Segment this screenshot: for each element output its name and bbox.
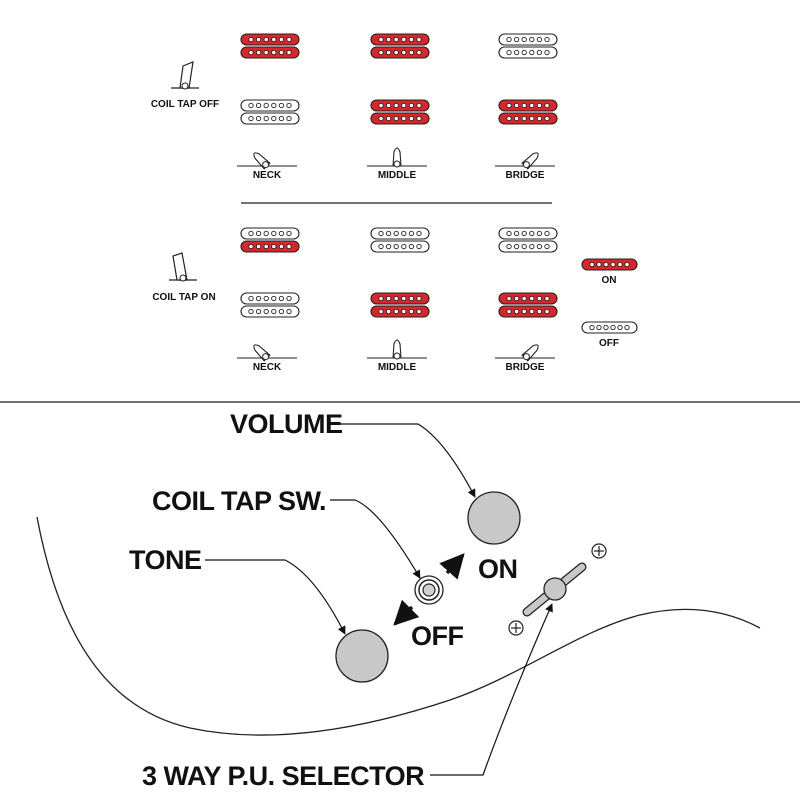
coil-bar [240, 112, 300, 125]
coil-bar [240, 240, 300, 253]
coil-bar [498, 305, 558, 318]
coil-bar [240, 46, 300, 59]
coil-bar [370, 99, 430, 112]
position-label: BRIDGE [506, 170, 545, 181]
selector-lever-icon: NECK [237, 344, 297, 373]
tone-label: TONE [129, 545, 202, 575]
legend-on-label: ON [602, 275, 617, 286]
volume-knob [467, 491, 521, 545]
coil-on-neck-pickup-1 [370, 227, 430, 253]
selector-lever-icon: MIDDLE [367, 147, 427, 181]
coil-off-pickups [240, 33, 558, 125]
coil-off-bridge-pickup-1 [370, 99, 430, 125]
position-label: NECK [253, 170, 282, 181]
on-label: ON [478, 554, 518, 584]
coil-bar [240, 292, 300, 305]
coil-bar [498, 292, 558, 305]
coil-on-neck-pickup-0 [240, 227, 300, 253]
legend-on-pickup-icon [581, 258, 638, 271]
coil-tap-off-label: COIL TAP OFF [151, 99, 219, 110]
coil-tap-switch-label: COIL TAP SW. [152, 486, 326, 516]
volume-label: VOLUME [230, 409, 343, 439]
coil-on-pickups [240, 227, 558, 318]
volume-leader-line [340, 423, 476, 498]
tone-knob [335, 629, 389, 683]
coil-tap-on-toggle-icon [169, 252, 197, 282]
coil-bar [370, 292, 430, 305]
guitar-body-outline [36, 516, 761, 736]
coil-tap-on-label: COIL TAP ON [152, 292, 215, 303]
coil-bar [498, 99, 558, 112]
legend-off-pickup-icon [581, 321, 638, 334]
coil-bar [581, 258, 638, 271]
selector-leader-line [430, 603, 553, 776]
position-label: MIDDLE [378, 170, 417, 181]
on-direction-arrow [439, 553, 465, 580]
coil-on-bridge-pickup-2 [498, 292, 558, 318]
coil-bar [498, 33, 558, 46]
selector-lever-icon: MIDDLE [367, 339, 427, 373]
coil-bar [240, 227, 300, 240]
coil-tap-off-toggle-icon [171, 61, 199, 90]
pickup-switching-chart: COIL TAP OFF COIL TAP ON NECK MIDDLE BRIDG… [151, 33, 638, 373]
off-direction-arrow [393, 599, 420, 626]
selector-lever-icon: BRIDGE [495, 152, 555, 181]
control-layout: VOLUME COIL TAP SW. TONE ON OFF 3 WAY P.… [36, 409, 761, 791]
screw-icon [508, 620, 524, 636]
selector-switch-icon [522, 562, 587, 617]
coil-bar [498, 240, 558, 253]
coil-bar [240, 33, 300, 46]
coil-off-neck-pickup-0 [240, 33, 300, 59]
tone-leader-line [205, 559, 346, 635]
selector-lever-icon: BRIDGE [495, 344, 555, 373]
position-label: BRIDGE [506, 362, 545, 373]
coil-bar [370, 305, 430, 318]
coil-on-bridge-pickup-1 [370, 292, 430, 318]
selector-lever-icon: NECK [237, 152, 297, 181]
coil-bar [370, 112, 430, 125]
coil-tap-leader-line [330, 499, 421, 579]
coil-bar [370, 240, 430, 253]
coil-bar [498, 112, 558, 125]
selector-label: 3 WAY P.U. SELECTOR [142, 761, 424, 791]
legend-off-label: OFF [599, 338, 619, 349]
coil-bar [240, 99, 300, 112]
coil-bar [240, 305, 300, 318]
coil-bar [498, 46, 558, 59]
position-label: NECK [253, 362, 282, 373]
coil-off-bridge-pickup-2 [498, 99, 558, 125]
coil-bar [370, 227, 430, 240]
coil-tap-switch-icon [414, 575, 444, 605]
coil-on-bridge-pickup-0 [240, 292, 300, 318]
coil-bar [370, 33, 430, 46]
selector-icons: NECK MIDDLE BRIDGE NECK MIDDLE BRIDGE [237, 147, 555, 373]
coil-bar [370, 46, 430, 59]
screw-icon [591, 543, 607, 559]
coil-off-neck-pickup-1 [370, 33, 430, 59]
position-label: MIDDLE [378, 362, 417, 373]
coil-off-neck-pickup-2 [498, 33, 558, 59]
coil-bar [498, 227, 558, 240]
off-label: OFF [411, 621, 464, 651]
coil-off-bridge-pickup-0 [240, 99, 300, 125]
legend: ON OFF [581, 258, 638, 349]
coil-on-neck-pickup-2 [498, 227, 558, 253]
coil-bar [581, 321, 638, 334]
